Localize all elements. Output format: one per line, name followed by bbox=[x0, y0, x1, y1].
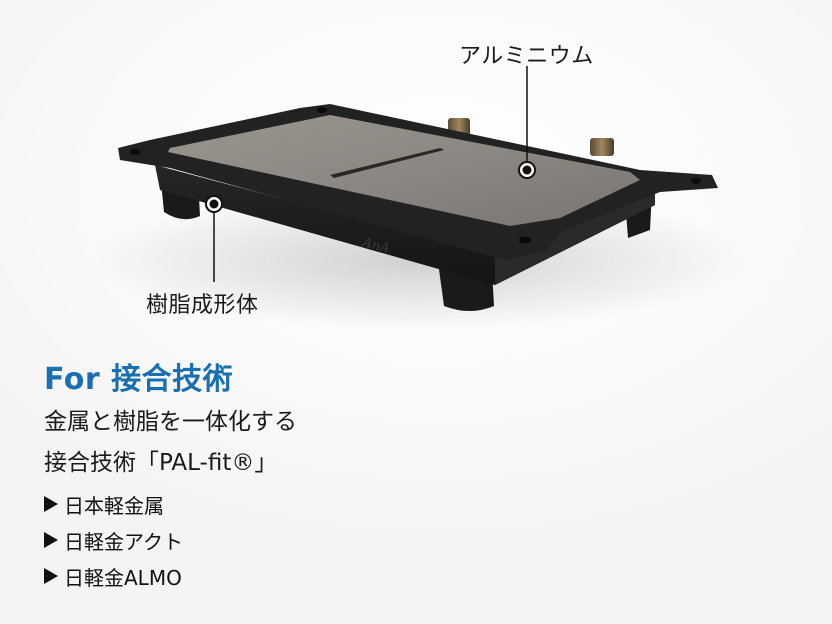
callout-resin: 樹脂成形体 bbox=[146, 293, 259, 318]
mounting-holes bbox=[130, 107, 701, 244]
link-label: 日軽金ALMO bbox=[64, 565, 182, 590]
link-label: 日軽金アクト bbox=[64, 529, 183, 554]
engraving-logo: AnA bbox=[360, 235, 391, 256]
triangle-right-icon bbox=[44, 532, 58, 548]
description-line-2: 接合技術「PAL-fit®」 bbox=[44, 450, 278, 476]
callout-aluminum: アルミニウム bbox=[459, 44, 594, 69]
section-heading: For 接合技術 bbox=[44, 362, 234, 397]
aluminum-plate bbox=[168, 115, 640, 226]
link-nippon-light-metal[interactable]: 日本軽金属 bbox=[44, 486, 183, 522]
triangle-right-icon bbox=[44, 568, 58, 584]
link-nikkeikin-act[interactable]: 日軽金アクト bbox=[44, 522, 183, 558]
plate-slot bbox=[330, 148, 444, 178]
description-line-1: 金属と樹脂を一体化する bbox=[44, 409, 297, 435]
link-nikkeikin-almo[interactable]: 日軽金ALMO bbox=[44, 558, 183, 594]
company-link-list: 日本軽金属 日軽金アクト 日軽金ALMO bbox=[44, 486, 183, 594]
link-label: 日本軽金属 bbox=[64, 493, 164, 518]
triangle-right-icon bbox=[44, 496, 58, 512]
